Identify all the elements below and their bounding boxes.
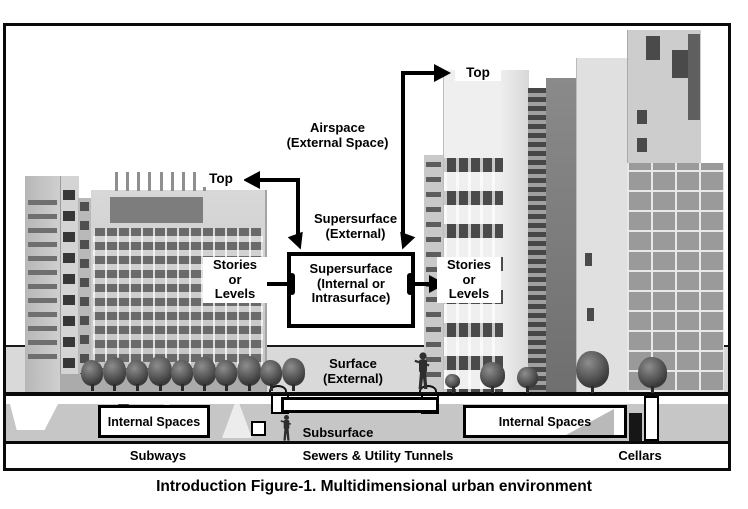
tunnel-notch xyxy=(251,421,266,436)
window-icon xyxy=(637,110,647,124)
tree-icon xyxy=(260,360,282,391)
supersurface-internal-label: Supersurface (Internal or Intrasurface) xyxy=(309,261,393,306)
left-building-tower-windows xyxy=(63,190,75,378)
internal-spaces-left-box: Internal Spaces xyxy=(98,405,210,438)
left-building-strip-windows xyxy=(80,202,89,384)
stories-left-label: Stories or Levels xyxy=(203,257,267,304)
tree-icon xyxy=(126,360,148,391)
surface-line xyxy=(6,392,728,396)
figure-caption: Introduction Figure-1. Multidimensional … xyxy=(156,478,592,495)
surface-label: Surface (External) xyxy=(323,356,383,386)
stories-right-label: Stories or Levels xyxy=(437,257,501,304)
tree-icon xyxy=(480,362,505,393)
tree-icon xyxy=(81,360,103,391)
top-left-label: Top xyxy=(198,170,244,188)
utility-tunnel xyxy=(281,397,439,413)
figure-frame: Internal Spaces Internal Spaces xyxy=(3,23,731,471)
left-building-roofband xyxy=(110,197,203,223)
soldier-icon xyxy=(280,414,292,441)
subways-label: Subways xyxy=(129,448,187,463)
cellar-shaft xyxy=(644,396,659,441)
window-icon xyxy=(646,36,660,60)
airspace-label: Airspace (External Space) xyxy=(286,120,389,150)
antenna-icon xyxy=(182,172,185,191)
supersurface-internal-box: Supersurface (Internal or Intrasurface) xyxy=(287,252,415,328)
internal-spaces-right-box: Internal Spaces xyxy=(463,405,627,438)
tunnel-floor-line xyxy=(6,441,728,444)
right-building-window-grid xyxy=(627,163,724,392)
right-building-dark-tower xyxy=(546,78,576,392)
tree-icon xyxy=(237,356,261,391)
supersurface-external-label: Supersurface (External) xyxy=(313,211,398,241)
tree-icon xyxy=(576,351,609,393)
internal-spaces-right-label: Internal Spaces xyxy=(498,415,592,429)
internal-spaces-left-label: Internal Spaces xyxy=(107,415,201,429)
window-icon xyxy=(637,138,647,152)
tree-icon xyxy=(638,357,667,393)
tree-icon xyxy=(103,357,126,391)
antenna-icon xyxy=(171,172,174,191)
window-icon xyxy=(585,253,592,266)
antenna-icon xyxy=(126,172,129,191)
bottom-label-band xyxy=(6,444,728,468)
top-right-label: Top xyxy=(455,64,501,82)
right-building-mid-tower xyxy=(576,58,628,392)
tree-icon xyxy=(171,360,193,391)
antenna-icon xyxy=(148,172,151,191)
antenna-icon xyxy=(137,172,140,191)
tree-icon xyxy=(282,358,305,391)
antenna-icon xyxy=(193,172,196,191)
window-icon xyxy=(672,50,690,78)
manhole-icon xyxy=(419,385,437,394)
cellars-label: Cellars xyxy=(618,448,662,463)
antenna-icon xyxy=(115,172,118,191)
urban-scene: Internal Spaces Internal Spaces xyxy=(6,26,728,468)
sewers-label: Sewers & Utility Tunnels xyxy=(302,448,454,463)
tree-icon xyxy=(517,367,538,393)
subsurface-label: Subsurface xyxy=(302,425,374,440)
soldier-icon xyxy=(414,352,430,389)
right-building-glass-core xyxy=(528,88,546,392)
arrowhead-top-left-icon xyxy=(243,171,260,189)
tree-icon xyxy=(193,357,216,391)
antenna-icon xyxy=(160,172,163,191)
window-icon xyxy=(688,34,700,120)
tree-icon xyxy=(148,356,172,391)
tree-icon xyxy=(445,374,460,393)
tree-icon xyxy=(215,360,237,391)
cellar-doorway xyxy=(629,413,642,441)
left-building-side-windows xyxy=(28,200,57,368)
window-icon xyxy=(587,308,594,321)
